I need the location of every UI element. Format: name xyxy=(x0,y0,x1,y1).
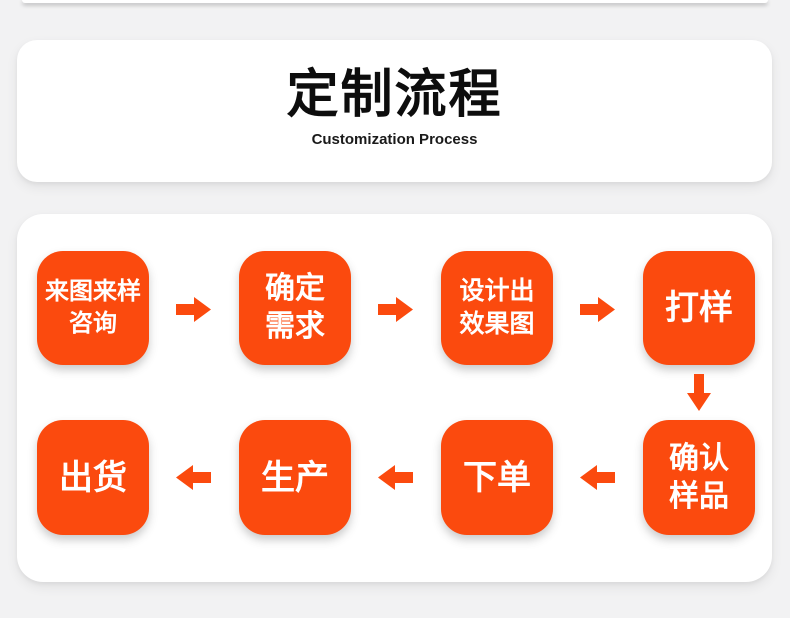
previous-card-bottom-edge xyxy=(22,0,768,3)
flow-step-label: 确认 样品 xyxy=(669,441,729,513)
flow-step-label: 生产 xyxy=(261,458,329,497)
flow-step-shipment: 出货 xyxy=(37,420,149,535)
flow-step-label: 设计出 效果图 xyxy=(459,277,535,338)
flow-step-label: 打样 xyxy=(665,289,733,327)
flow-step-label: 来图来样 咨询 xyxy=(45,278,141,337)
flow-step-design-rendering: 设计出 效果图 xyxy=(441,251,553,365)
flow-step-label: 出货 xyxy=(59,458,127,497)
flow-diagram-card: 来图来样 咨询 确定 需求 设计出 效果图 打样 出货 生产 下单 确认 样品 xyxy=(17,214,772,582)
arrow-left-icon xyxy=(580,465,615,490)
arrow-right-icon xyxy=(378,297,413,322)
page-title: 定制流程 xyxy=(286,66,503,124)
flow-step-confirm-sample: 确认 样品 xyxy=(643,420,755,535)
flow-step-production: 生产 xyxy=(239,420,351,535)
arrow-left-icon xyxy=(378,465,413,490)
page-subtitle: Customization Process xyxy=(311,131,478,148)
flow-step-label: 下单 xyxy=(463,458,531,497)
flow-step-sampling: 打样 xyxy=(643,251,755,365)
flow-step-confirm-requirements: 确定 需求 xyxy=(239,251,351,365)
flow-step-place-order: 下单 xyxy=(441,420,553,535)
arrow-right-icon xyxy=(176,297,211,322)
header-card: 定制流程 Customization Process xyxy=(17,40,772,182)
flow-step-label: 确定 需求 xyxy=(265,272,325,343)
arrow-left-icon xyxy=(176,465,211,490)
arrow-right-icon xyxy=(580,297,615,322)
flow-step-consult: 来图来样 咨询 xyxy=(37,251,149,365)
arrow-down-icon xyxy=(687,374,711,411)
